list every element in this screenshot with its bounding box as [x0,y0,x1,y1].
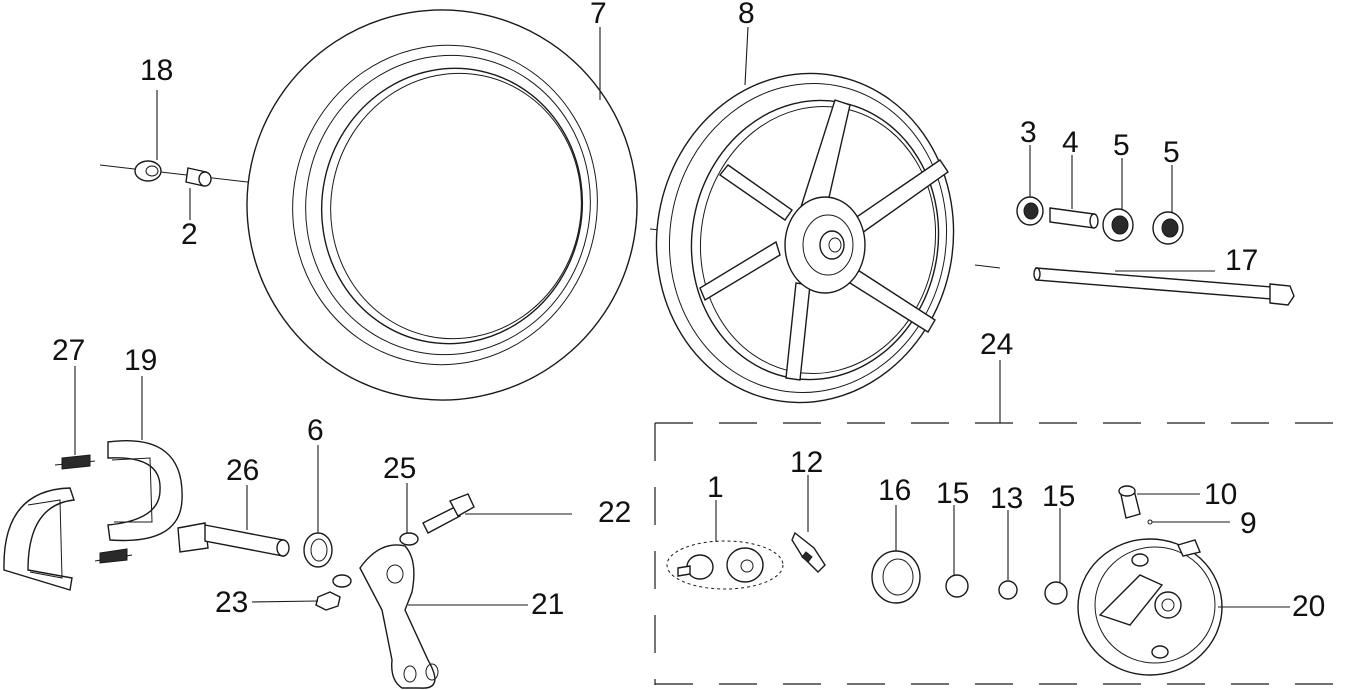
washer-lower [332,574,352,588]
brake-panel-kit-boundary [654,360,1350,685]
brake-shoe-right [107,440,183,542]
callout-23: 23 [215,586,248,619]
callout-13: 13 [990,482,1023,515]
callout-2: 2 [181,218,198,251]
callout-8: 8 [738,0,755,30]
brake-panel [1077,538,1223,676]
pin [1147,519,1153,525]
callout-5-second: 5 [1163,136,1180,169]
nut [315,591,341,611]
wheel-rim [655,72,955,404]
callout-27: 27 [52,334,85,367]
bearing-1 [1102,208,1134,242]
callout-6: 6 [307,414,324,447]
callout-7: 7 [590,0,607,30]
brake-shoe-left [3,487,75,591]
callout-25: 25 [383,452,416,485]
bearing-2 [1152,211,1184,245]
washer-b [1044,581,1068,605]
callout-12: 12 [790,446,823,479]
circlip [998,580,1018,600]
callout-26: 26 [226,454,259,487]
shoe-spring-top [54,454,96,470]
callout-15-second: 15 [1042,480,1075,513]
distance-collar [1049,207,1099,229]
brake-cam [177,522,290,557]
callout-16: 16 [878,474,911,507]
callout-22: 22 [598,496,631,529]
speedometer-gear-set [666,540,784,590]
leader-lines [74,26,1290,608]
callout-10: 10 [1204,478,1237,511]
speedometer-pinion [791,531,826,573]
spacer-sleeve [185,167,212,187]
callout-15-first: 15 [936,477,969,510]
callout-5-first: 5 [1113,129,1130,162]
front-axle [1033,267,1295,306]
collar [134,160,162,182]
washer-upper [399,532,419,546]
shoe-spring-bottom [94,548,133,564]
brake-arm [359,544,439,689]
felt-seal [303,532,333,568]
oil-seal [1016,196,1044,226]
callout-9: 9 [1240,507,1257,540]
callout-19: 19 [124,344,157,377]
callout-21: 21 [531,588,564,621]
brake-arm-bolt [422,493,475,534]
oil-seal-panel [871,550,921,604]
adjuster [1118,485,1141,519]
callout-24: 24 [980,328,1013,361]
washer-a [945,574,969,598]
callout-4: 4 [1062,126,1079,159]
callout-20: 20 [1292,590,1325,623]
rim-spokes [699,99,949,381]
callout-18: 18 [140,54,173,87]
callout-17: 17 [1225,244,1258,277]
tire [246,9,638,401]
callout-1: 1 [707,471,724,504]
callout-labels: 18 2 7 8 3 4 5 5 17 24 27 19 6 26 25 22 … [52,0,1325,623]
callout-3: 3 [1020,116,1037,149]
